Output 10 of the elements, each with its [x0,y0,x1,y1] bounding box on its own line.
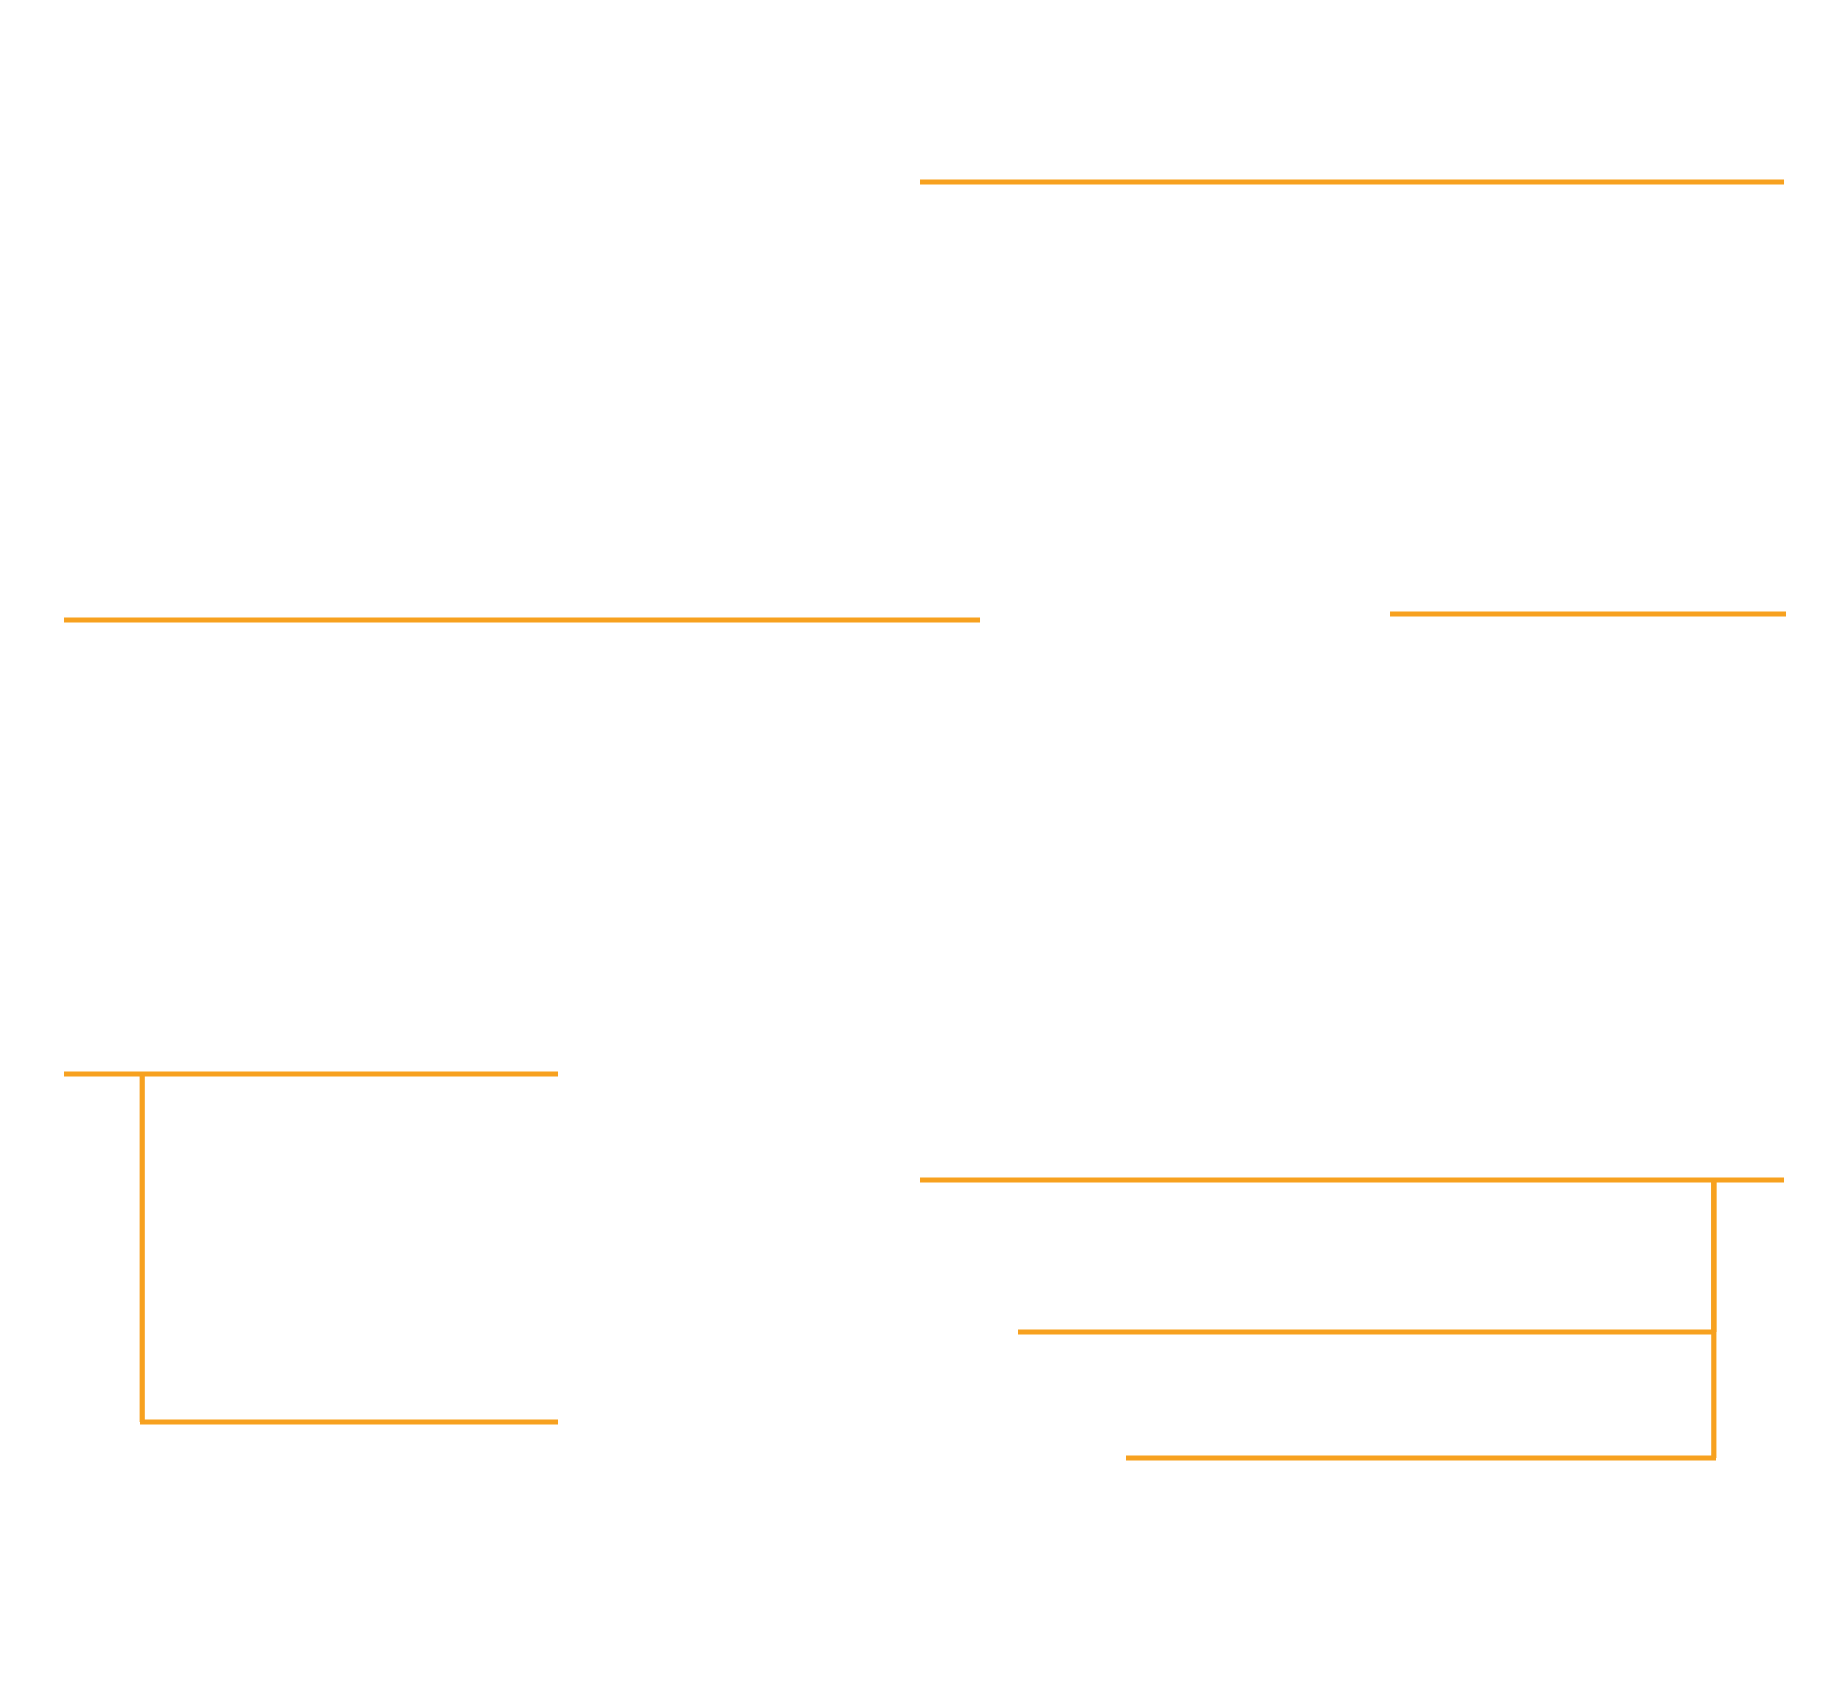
underline-bar [1018,1329,1716,1335]
underline-bar [920,179,1784,185]
underline-bar [1390,611,1786,617]
underline-bar [64,1071,558,1077]
connector-line [1711,1180,1717,1458]
underline-bar [64,617,980,623]
underline-bar [920,1177,1784,1183]
underline-bar [140,1419,558,1425]
connector-line [139,1074,145,1422]
underline-bar [1126,1455,1716,1461]
